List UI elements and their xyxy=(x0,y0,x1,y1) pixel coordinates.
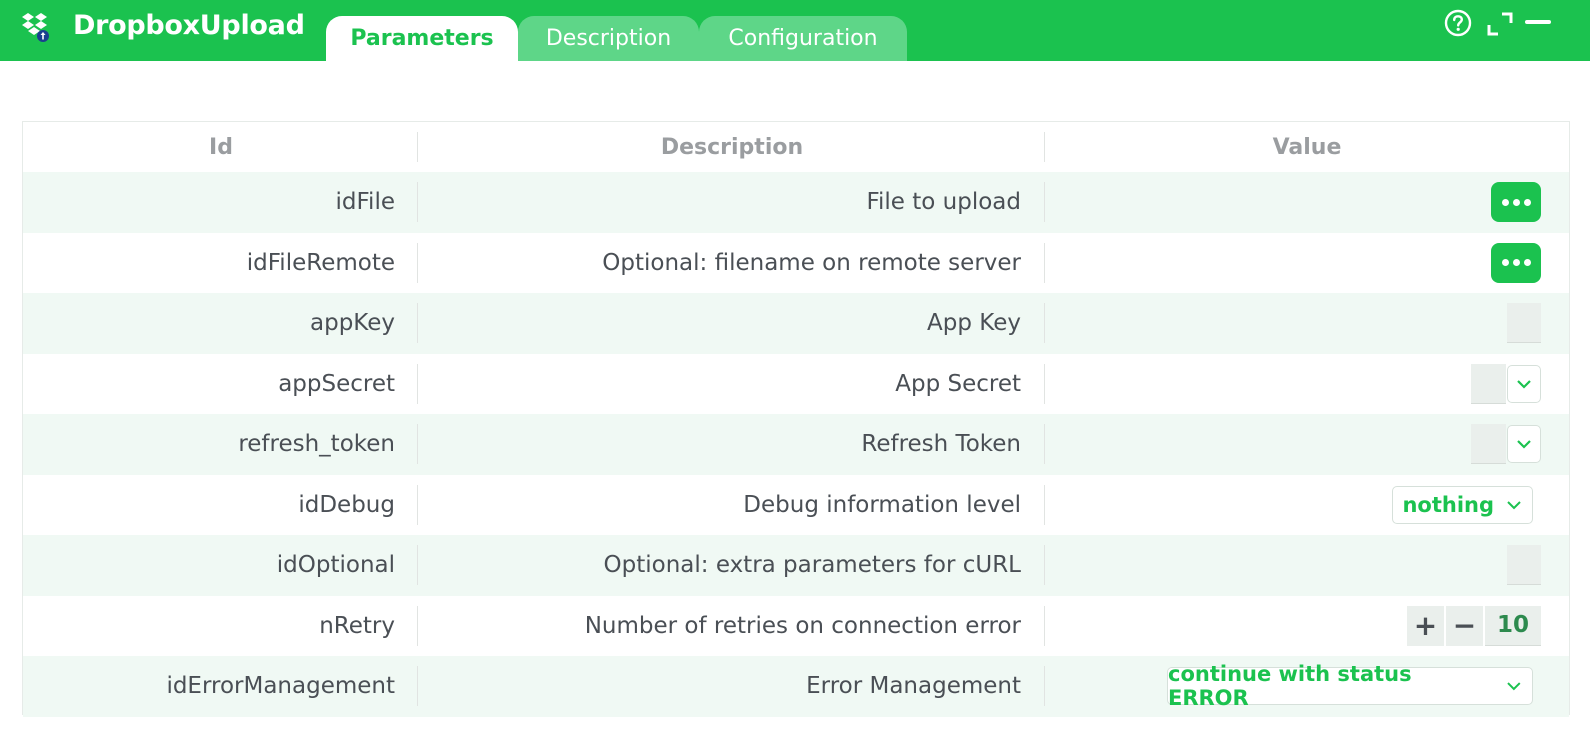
param-id: refresh_token xyxy=(238,431,395,458)
param-description: File to upload xyxy=(866,189,1021,216)
param-id: appSecret xyxy=(278,370,395,397)
dropbox-upload-icon xyxy=(22,13,49,42)
column-divider xyxy=(1044,303,1045,343)
param-description: Optional: extra parameters for cURL xyxy=(603,552,1021,579)
debug-level-value: nothing xyxy=(1402,492,1494,517)
dot-icon xyxy=(1512,198,1520,206)
chevron-down-icon xyxy=(1517,440,1531,449)
app-secret-combo xyxy=(1471,363,1541,404)
header-value: Value xyxy=(1272,134,1342,160)
refresh-token-combo xyxy=(1471,424,1541,465)
table-header: Id Description Value xyxy=(23,122,1569,172)
parameters-table: Id Description Value idFile File to uplo… xyxy=(22,121,1570,717)
table-row: refresh_token Refresh Token xyxy=(23,414,1569,475)
expand-icon[interactable] xyxy=(1486,10,1514,38)
param-value xyxy=(1045,354,1569,415)
column-divider xyxy=(417,182,418,222)
column-divider xyxy=(417,424,418,464)
param-description: Debug information level xyxy=(743,491,1021,518)
column-divider xyxy=(417,545,418,585)
param-description: Number of retries on connection error xyxy=(584,612,1021,639)
dot-icon xyxy=(1512,259,1520,267)
chevron-down-icon xyxy=(1507,682,1521,691)
app-secret-input[interactable] xyxy=(1471,363,1506,404)
tab-description[interactable]: Description xyxy=(518,16,699,61)
table-row: idFile File to upload xyxy=(23,172,1569,233)
column-divider xyxy=(1044,605,1045,646)
column-divider xyxy=(417,303,418,343)
decrement-button[interactable]: − xyxy=(1446,605,1483,646)
table-row: idOptional Optional: extra parameters fo… xyxy=(23,535,1569,596)
curl-params-input[interactable] xyxy=(1507,545,1541,586)
retry-count-input[interactable]: 10 xyxy=(1485,605,1541,646)
chevron-down-icon xyxy=(1517,379,1531,389)
param-value: continue with status ERROR xyxy=(1045,656,1569,717)
column-divider xyxy=(1044,545,1045,585)
increment-button[interactable]: + xyxy=(1407,605,1444,646)
param-value xyxy=(1045,172,1569,233)
param-value: + − 10 xyxy=(1045,596,1569,657)
param-value xyxy=(1045,414,1569,475)
param-id: appKey xyxy=(310,310,395,337)
refresh-token-input[interactable] xyxy=(1471,424,1506,465)
column-divider xyxy=(1044,484,1045,525)
param-id: idFileRemote xyxy=(246,249,395,276)
tab-parameters[interactable]: Parameters xyxy=(326,16,518,61)
column-divider xyxy=(1044,363,1045,404)
dot-icon xyxy=(1523,259,1531,267)
dot-icon xyxy=(1523,198,1531,206)
column-divider xyxy=(417,363,418,404)
app-secret-dropdown-button[interactable] xyxy=(1507,364,1541,403)
param-value xyxy=(1045,293,1569,354)
browse-remote-file-button[interactable] xyxy=(1491,242,1541,283)
tab-bar: Parameters Description Configuration xyxy=(326,16,907,61)
table-row: appKey App Key xyxy=(23,293,1569,354)
param-id: idErrorManagement xyxy=(166,673,395,700)
param-id: nRetry xyxy=(319,612,395,639)
param-description: Optional: filename on remote server xyxy=(602,249,1021,276)
debug-level-select[interactable]: nothing xyxy=(1392,485,1533,524)
param-id: idFile xyxy=(335,189,395,216)
table-row: nRetry Number of retries on connection e… xyxy=(23,596,1569,657)
browse-file-button[interactable] xyxy=(1491,182,1541,223)
error-management-select[interactable]: continue with status ERROR xyxy=(1167,662,1533,710)
dot-icon xyxy=(1501,259,1509,267)
error-management-value: continue with status ERROR xyxy=(1168,662,1412,711)
tab-configuration[interactable]: Configuration xyxy=(699,16,907,61)
column-divider xyxy=(1044,182,1045,222)
column-divider xyxy=(1044,666,1045,706)
column-divider xyxy=(417,242,418,283)
help-icon[interactable] xyxy=(1444,9,1472,37)
table-row: idDebug Debug information level nothing xyxy=(23,475,1569,536)
minimize-icon[interactable] xyxy=(1524,9,1552,37)
app-title: DropboxUpload xyxy=(73,10,305,41)
param-description: Refresh Token xyxy=(861,431,1021,458)
param-id: idOptional xyxy=(276,552,395,579)
column-divider xyxy=(1044,424,1045,464)
param-id: idDebug xyxy=(298,491,395,518)
header-id: Id xyxy=(209,134,233,160)
table-row: idFileRemote Optional: filename on remot… xyxy=(23,233,1569,294)
chevron-down-icon xyxy=(1507,501,1521,510)
retry-count-stepper: + − 10 xyxy=(1407,605,1541,646)
param-description: App Secret xyxy=(895,370,1021,397)
param-value xyxy=(1045,233,1569,294)
app-key-input[interactable] xyxy=(1507,303,1541,344)
param-description: App Key xyxy=(927,310,1021,337)
column-divider xyxy=(417,666,418,706)
param-value: nothing xyxy=(1045,475,1569,536)
dot-icon xyxy=(1501,198,1509,206)
column-divider xyxy=(417,605,418,646)
header-description: Description xyxy=(660,134,804,160)
column-divider xyxy=(1044,132,1045,162)
param-description: Error Management xyxy=(806,673,1021,700)
table-row: idErrorManagement Error Management conti… xyxy=(23,656,1569,717)
param-value xyxy=(1045,535,1569,596)
table-row: appSecret App Secret xyxy=(23,354,1569,415)
title-bar: DropboxUpload Parameters Description Con… xyxy=(0,0,1590,61)
column-divider xyxy=(1044,242,1045,283)
column-divider xyxy=(417,132,418,162)
refresh-token-dropdown-button[interactable] xyxy=(1507,425,1541,464)
column-divider xyxy=(417,484,418,525)
